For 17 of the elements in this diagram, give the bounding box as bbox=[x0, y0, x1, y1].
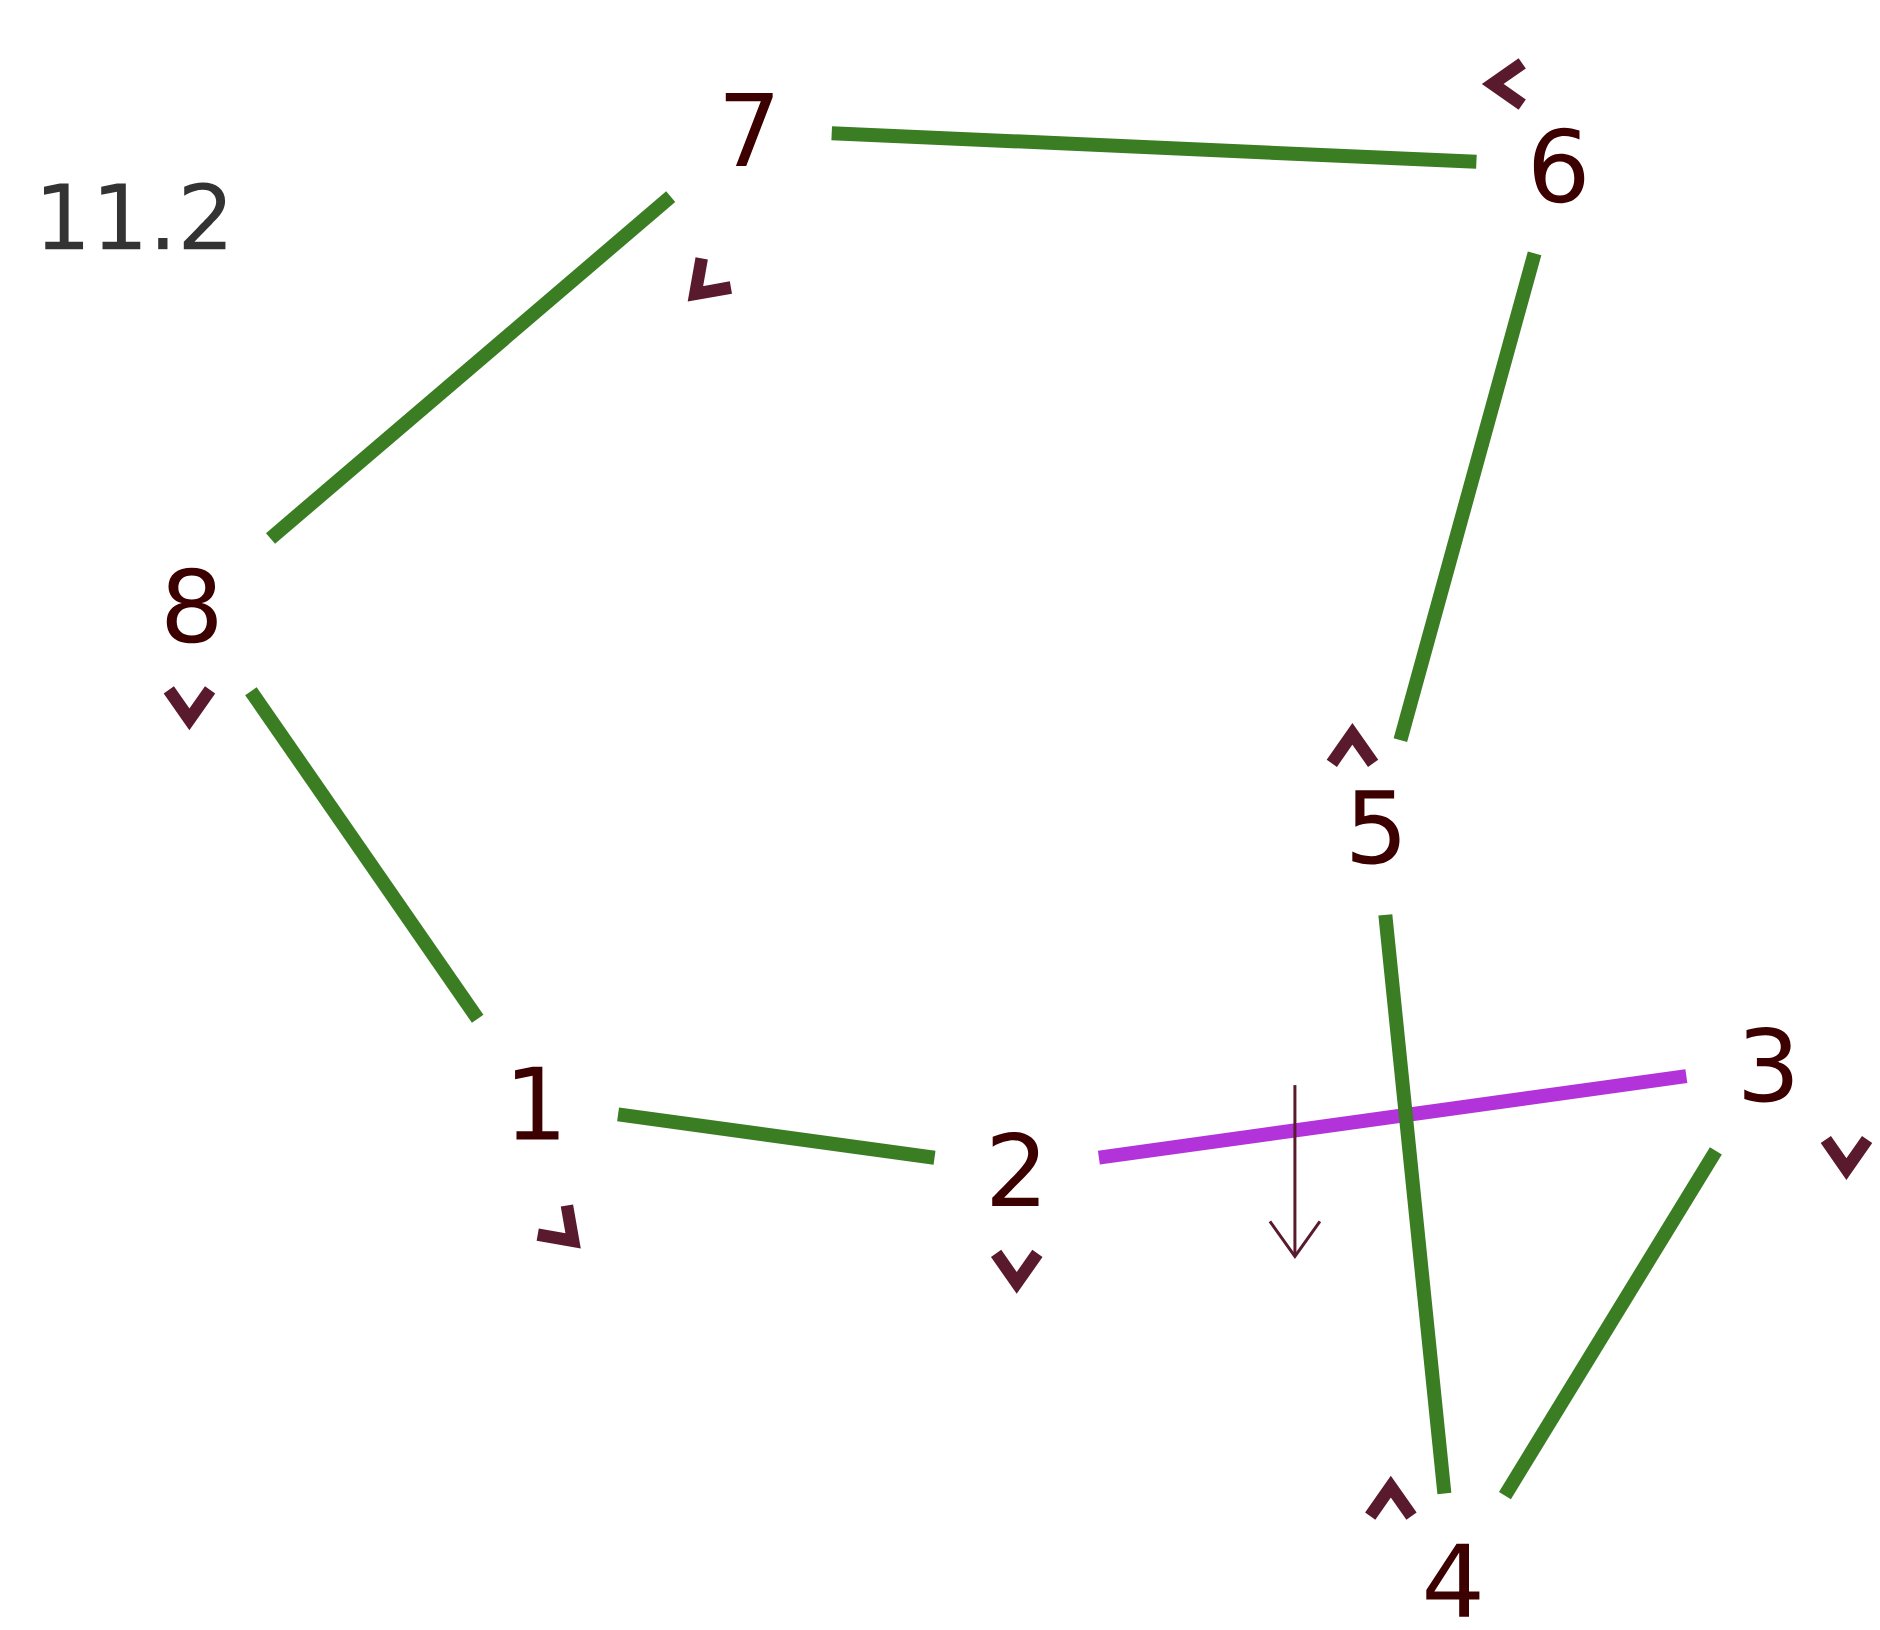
node-number: 4 bbox=[1426, 1543, 1480, 1617]
frame-member bbox=[245, 687, 484, 1023]
frame-member bbox=[1393, 251, 1542, 743]
node-number: 2 bbox=[992, 1131, 1039, 1207]
frame-member bbox=[1097, 1069, 1688, 1165]
frame-member bbox=[617, 1107, 936, 1165]
node-number: 1 bbox=[515, 1066, 559, 1140]
figure-number: 11.2 bbox=[44, 182, 226, 250]
node-number: 6 bbox=[1533, 127, 1585, 204]
frame-member bbox=[831, 126, 1477, 169]
node-number: 3 bbox=[1744, 1026, 1793, 1103]
frame-member bbox=[1498, 1147, 1722, 1500]
frame-member bbox=[265, 191, 676, 544]
node-number: 7 bbox=[725, 93, 773, 166]
node-number: 8 bbox=[166, 567, 217, 644]
node-number: 5 bbox=[1352, 790, 1400, 865]
frame-member bbox=[1378, 914, 1452, 1495]
